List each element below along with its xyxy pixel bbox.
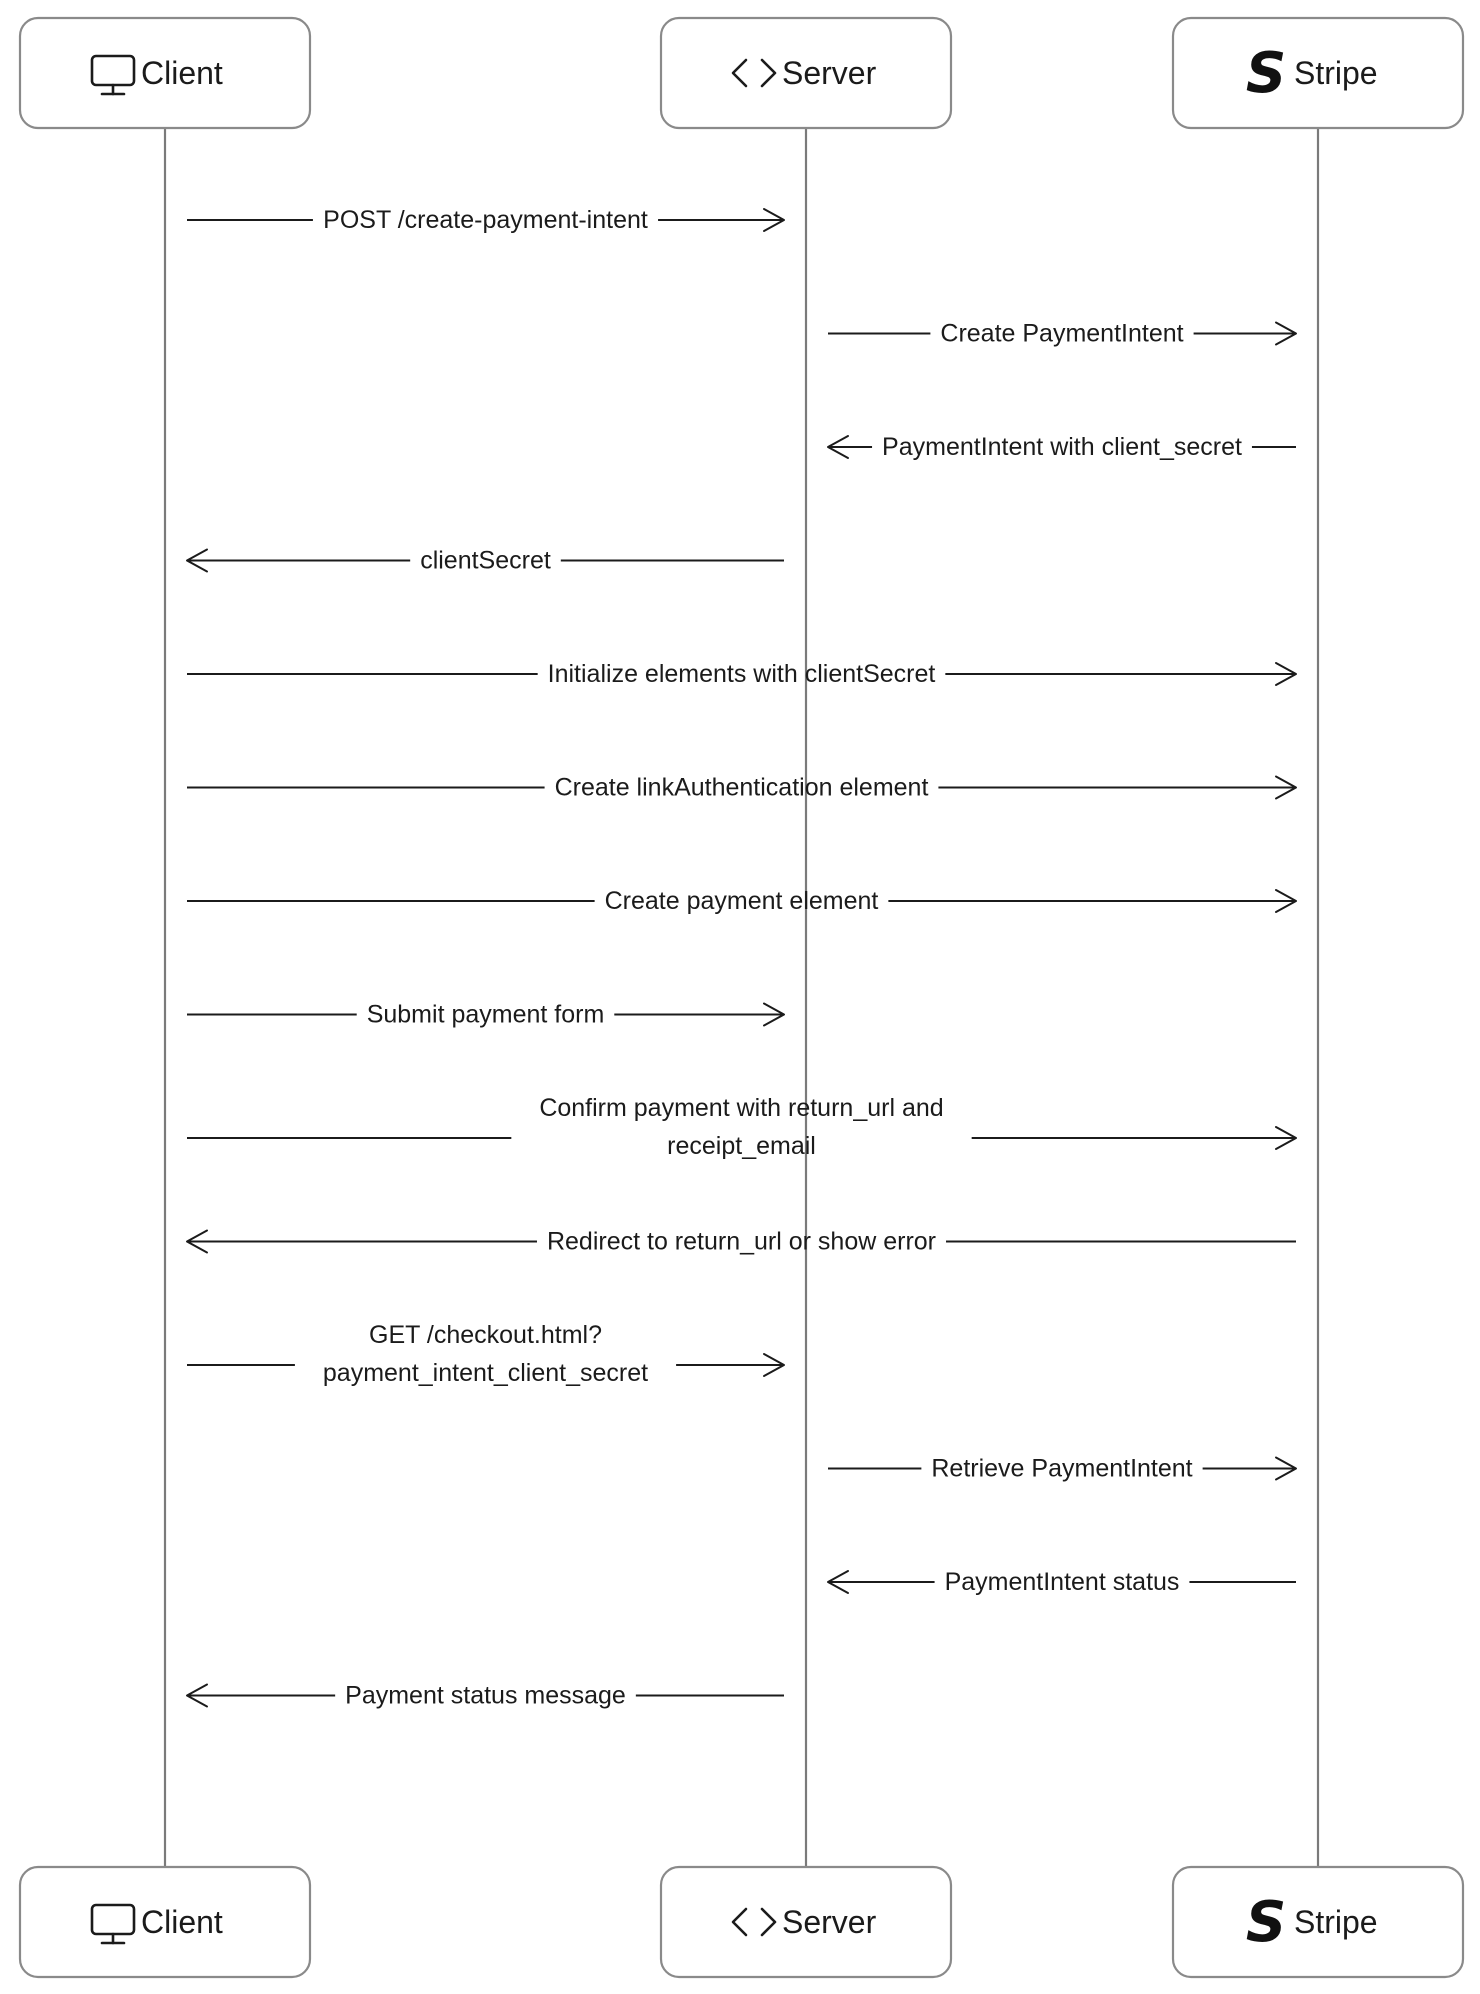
message-10: Redirect to return_url or show error [186, 1228, 1296, 1256]
arrowhead [1275, 1456, 1297, 1481]
arrowhead [1275, 775, 1297, 800]
participant-label: Stripe [1294, 55, 1378, 91]
arrowhead [1275, 662, 1297, 686]
message-label: Confirm payment with return_url and [539, 1094, 943, 1122]
message-label: Payment status message [345, 1682, 626, 1710]
message-label: receipt_email [667, 1132, 816, 1160]
message-4: clientSecret [186, 547, 784, 575]
arrowhead [186, 1229, 208, 1254]
message-label: Create linkAuthentication element [555, 774, 929, 802]
code-icon [731, 58, 777, 88]
message-11: GET /checkout.html? payment_intent_client… [187, 1321, 785, 1387]
message-1: POST /create-payment-intent [187, 206, 785, 234]
message-12: Retrieve PaymentIntent [828, 1455, 1297, 1483]
participant-label: Stripe [1294, 1904, 1378, 1940]
message-5: Initialize elements with clientSecret [187, 660, 1297, 688]
message-label: Retrieve PaymentIntent [931, 1455, 1192, 1483]
participant-label: Server [782, 1904, 877, 1940]
message-label: PaymentIntent with client_secret [882, 433, 1242, 461]
participant-box-server-bottom: Server [659, 1865, 953, 1979]
message-label: payment_intent_client_secret [323, 1359, 648, 1387]
message-8: Submit payment form [187, 1001, 785, 1029]
message-13: PaymentIntent status [827, 1568, 1296, 1596]
stripe-logo-icon: S [1246, 1890, 1286, 1955]
arrowhead [186, 548, 208, 573]
arrowhead [763, 1002, 785, 1027]
message-6: Create linkAuthentication element [187, 774, 1297, 802]
message-label: Create PaymentIntent [940, 320, 1183, 348]
message-label: POST /create-payment-intent [323, 206, 648, 234]
svg-text:S: S [1246, 1890, 1286, 1955]
message-label: GET /checkout.html? [369, 1321, 602, 1349]
message-9: Confirm payment with return_url and recei… [187, 1094, 1297, 1160]
arrowhead [827, 435, 849, 459]
arrowhead [186, 1683, 208, 1708]
monitor-icon [90, 1903, 136, 1945]
participant-label: Server [782, 55, 877, 91]
participant-label: Client [141, 1904, 223, 1940]
code-icon [731, 1907, 777, 1937]
participant-box-client-top: Client [18, 16, 312, 130]
arrowhead [827, 1570, 849, 1594]
monitor-icon [90, 54, 136, 96]
message-14: Payment status message [186, 1682, 784, 1710]
arrowhead [763, 208, 785, 232]
message-label: clientSecret [420, 547, 551, 575]
message-label: Submit payment form [367, 1001, 605, 1029]
message-2: Create PaymentIntent [828, 320, 1297, 348]
participant-box-client-bottom: Client [18, 1865, 312, 1979]
message-label: Redirect to return_url or show error [547, 1228, 936, 1256]
message-label: PaymentIntent status [945, 1568, 1180, 1596]
arrowhead [1275, 1126, 1297, 1150]
message-3: PaymentIntent with client_secret [827, 433, 1296, 461]
stripe-logo-icon: S [1246, 41, 1286, 106]
participant-label: Client [141, 55, 223, 91]
message-label: Create payment element [605, 887, 879, 915]
arrowhead [763, 1353, 785, 1377]
message-7: Create payment element [187, 887, 1297, 915]
participant-box-server-top: Server [659, 16, 953, 130]
arrowhead [1275, 889, 1297, 913]
arrowhead [1275, 321, 1297, 346]
svg-text:S: S [1246, 41, 1286, 106]
message-label: Initialize elements with clientSecret [548, 660, 936, 688]
